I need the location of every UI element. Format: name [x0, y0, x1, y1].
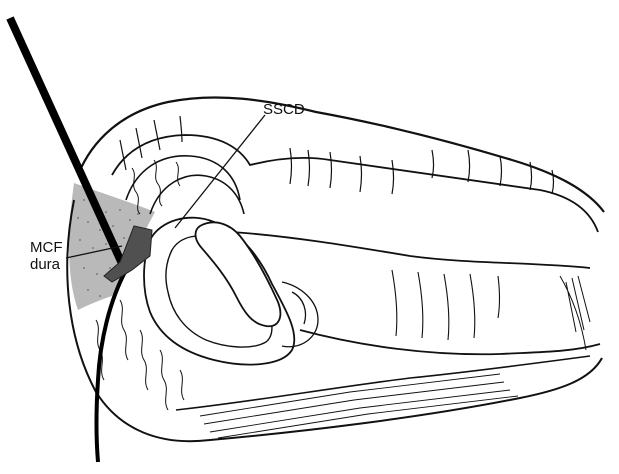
- sscd-label: SSCD: [263, 101, 305, 118]
- internal-canal-lower: [300, 330, 600, 354]
- mcf-label-line2: dura: [30, 256, 60, 273]
- canal-striations: [392, 270, 500, 340]
- internal-canal-upper: [232, 232, 590, 268]
- petrous-hatching: [200, 374, 518, 438]
- temporal-bone-outline: [78, 97, 604, 212]
- canal-end-hatch: [560, 276, 590, 350]
- sscd-leader-line: [175, 115, 265, 228]
- surgical-instrument: [10, 18, 124, 268]
- sscd-canal: [150, 175, 244, 214]
- mcf-label-line1: MCF: [30, 239, 63, 256]
